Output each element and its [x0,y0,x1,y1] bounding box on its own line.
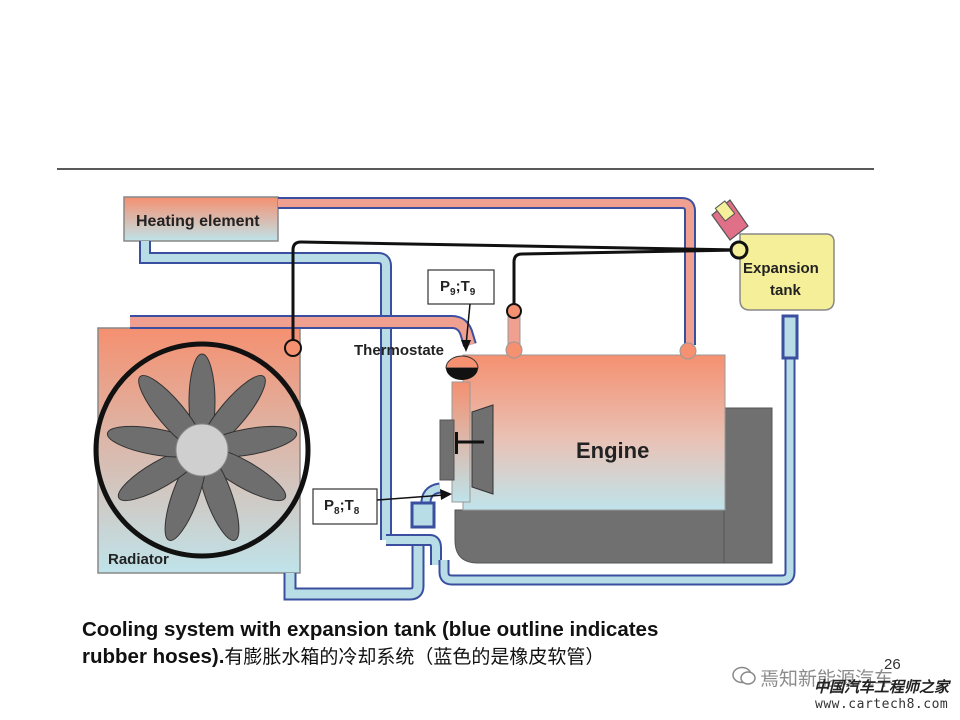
thermostate-label: Thermostate [354,342,445,359]
engine-top-port-right [679,342,697,360]
p9-subscript: 9 [450,287,456,298]
heating-element-box [123,196,279,242]
page-number: 26 [884,656,901,673]
radiator-label: Radiator [108,551,169,568]
t9-subscript: 9 [469,287,476,298]
expansion-tank-outlet [781,314,799,360]
vent-lines [291,240,741,340]
caption-line2: rubber hoses).有膨胀水箱的冷却系统（蓝色的是橡皮软管） [82,643,802,671]
caption-line1: Cooling system with expansion tank (blue… [82,618,659,641]
watermark-line1: 焉知新能源汽车 [760,668,894,690]
caption-line2-en: rubber hoses). [82,645,225,668]
vent-port-radiator [284,339,302,357]
engine-label: Engine [576,438,650,463]
radiator-top-hose [130,315,477,348]
radiator-fan [93,341,311,559]
radiator-bottom-hose [283,540,425,601]
p8-t8-label: P8;T8 [324,497,359,517]
p9-t9-label: P9;T9 [440,278,475,298]
expansion-tank [739,233,835,311]
t9-symbol: ;T [455,278,470,295]
t8-symbol: ;T [339,497,354,514]
wechat-icon [732,666,756,685]
expansion-tank-label-line2: tank [770,282,801,299]
thermostat-valve [445,355,479,369]
vent-port-tank [729,240,749,260]
expansion-tank-cap [711,199,749,241]
p9-t9-box [427,269,495,305]
p8-symbol: P [324,497,335,514]
watermark-line2: 中国汽车工程师之家 [814,678,950,696]
p8-subscript: 8 [334,506,340,517]
t8-subscript: 8 [353,506,360,517]
pump-inlet-fitting [410,501,436,529]
expansion-tank-label-line1: Expansion [743,260,819,277]
heater-cold-hose [139,241,392,540]
pump-impeller [471,404,494,495]
expansion-tank-return-hose [438,318,796,586]
pump-lower-hose [386,534,442,565]
engine-block [462,354,726,511]
p8-t8-box [312,488,378,525]
caption-line2-zh: 有膨胀水箱的冷却系统（蓝色的是橡皮软管） [224,646,605,668]
engine-rear-block [723,407,773,564]
engine-lower-block [454,509,725,564]
heater-hot-hose [278,197,696,345]
heating-element-label: Heating element [136,213,260,230]
engine-top-port-left [505,314,523,359]
figure-caption: Cooling system with expansion tank (blue… [82,616,802,671]
vent-port-engine [506,303,522,319]
watermark-line3: www.cartech8.com [815,697,949,712]
pump-body [439,419,455,481]
p9-symbol: P [440,278,451,295]
